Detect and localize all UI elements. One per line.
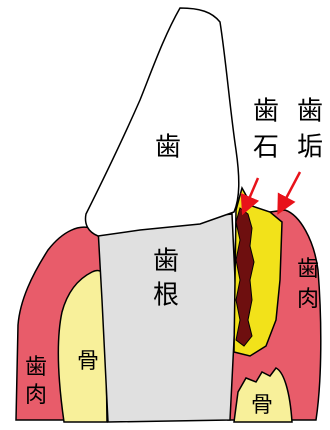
tooth-crown [86, 8, 239, 236]
arrow-calculus [246, 178, 258, 206]
tooth-root [98, 214, 236, 422]
gum-left-label-line2: 肉 [25, 383, 47, 408]
gum-left-label-line1: 歯 [25, 355, 47, 380]
arrow-plaque [282, 172, 300, 206]
plaque-label-line2: 垢 [297, 133, 323, 163]
calculus-label-line2: 石 [253, 133, 279, 163]
plaque-label-line1: 歯 [297, 97, 323, 127]
gum-right-label-line1: 歯 [297, 257, 319, 282]
root-label-line1: 歯 [153, 247, 179, 277]
gum-right-label-line2: 肉 [297, 287, 319, 312]
bone-left-label: 骨 [77, 349, 99, 374]
calculus-label-line1: 歯 [253, 97, 279, 127]
bone-right-label: 骨 [251, 393, 273, 418]
root-label-line2: 根 [153, 281, 179, 311]
crown-label: 歯 [155, 133, 181, 163]
